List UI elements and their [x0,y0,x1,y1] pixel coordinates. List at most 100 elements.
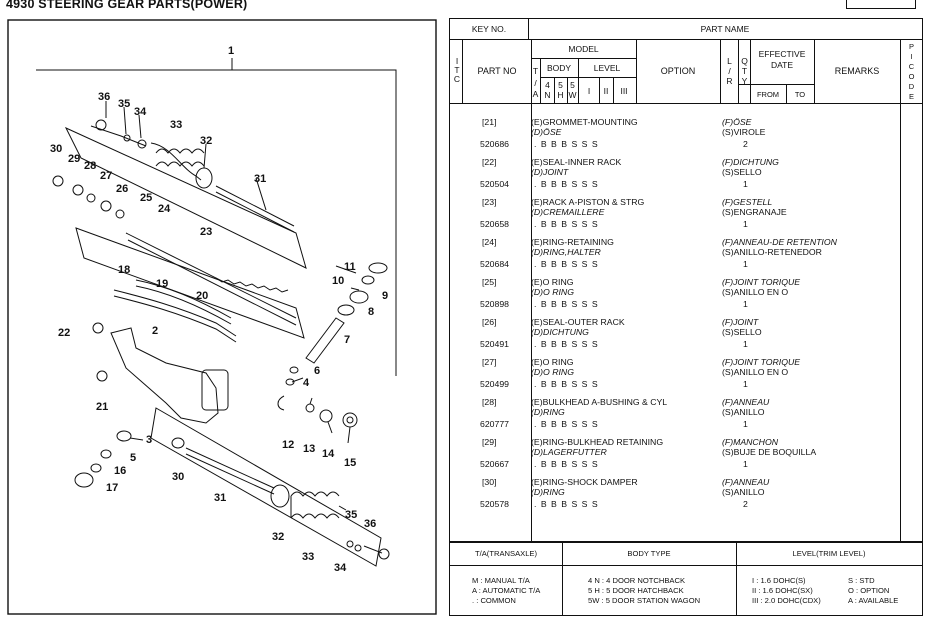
callout-30b: 30 [172,471,184,483]
quantity: 2 [743,139,748,149]
callout-35: 35 [118,98,130,110]
quantity: 1 [743,259,748,269]
name-en: (E)GROMMET-MOUNTING [531,117,638,127]
model-codes: . B B B S S S [534,299,599,309]
header-body-5h: 5 [558,80,563,90]
name-en: (E)RACK A-PISTON & STRG [531,197,645,207]
name-es: (S)BUJE DE BOQUILLA [722,447,817,457]
name-de: (D)LAGERFUTTER [531,447,607,457]
header-qty-t: T [741,66,748,76]
header-qty-y: Y [741,76,748,86]
name-en: (E)O RING [531,277,574,287]
legend-5w: 5W : 5 DOOR STATION WAGON [588,596,701,605]
header-ta-slash: / [534,78,537,88]
header-body-w: W [568,90,577,100]
header-t: T [454,65,460,75]
part-no: 520658 [480,219,509,229]
header-level-3: III [620,86,628,96]
callout-7: 7 [344,334,350,346]
callout-13: 13 [303,443,315,455]
table-row: [23] 520658 (E)RACK A-PISTON & STRG (D)C… [450,195,900,235]
name-en: (E)RING-SHOCK DAMPER [531,477,638,487]
quantity: 1 [743,219,748,229]
key-no: [30] [482,477,497,487]
key-no: [21] [482,117,497,127]
callout-36: 36 [98,91,110,103]
name-en: (E)SEAL-OUTER RACK [531,317,625,327]
model-codes: . B B B S S S [534,459,599,469]
part-no: 520491 [480,339,509,349]
callout-4: 4 [303,377,310,389]
callout-8: 8 [368,306,374,318]
name-fr: (F)ANNEAU [722,477,770,487]
part-no: 520667 [480,459,509,469]
callout-16: 16 [114,465,126,477]
name-fr: (F)GESTELL [722,197,773,207]
callout-24: 24 [158,203,171,215]
model-codes: . B B B S S S [534,259,599,269]
name-es: (S)ANILLO-RETENEDOR [722,247,822,257]
name-es: (S)ANILLO EN O [722,287,789,297]
model-codes: . B B B S S S [534,499,599,509]
header-level-2: II [603,86,609,96]
header-effective-date: EFFECTIVE DATE [758,49,806,70]
header-picode-e: E [908,92,914,101]
table-row: [22] 520504 (E)SEAL-INNER RACK (D)JOINT … [450,155,900,195]
legend-header-level: LEVEL(TRIM LEVEL) [792,549,866,558]
table-row: [30] 520578 (E)RING-SHOCK DAMPER (D)RING… [450,475,900,515]
table-row: [25] 520898 (E)O RING (D)O RING . B B B … [450,275,900,315]
model-codes: . B B B S S S [534,219,599,229]
name-fr: (F)MANCHON [722,437,778,447]
exploded-parts-diagram: 1 2 3 4 5 6 7 8 9 10 11 12 13 14 15 16 1… [7,19,437,615]
name-de: (D)O RING [531,287,574,297]
key-no: [27] [482,357,497,367]
header-body-4: 4 [545,80,550,90]
header-lr-r: R [726,76,733,86]
page-title: 4930 STEERING GEAR PARTS(POWER) [6,0,248,11]
header-qty-q: Q [741,56,748,66]
model-codes: . B B B S S S [534,179,599,189]
name-fr: (F)DICHTUNG [722,157,779,167]
table-row: [26] 520491 (E)SEAL-OUTER RACK (D)DICHTU… [450,315,900,355]
legend-level-3: III : 2.0 DOHC(CDX) [752,596,821,605]
callout-12: 12 [282,439,294,451]
name-fr: (F)ÖSE [722,117,752,127]
callout-2: 2 [152,325,158,337]
name-de: (D)RING [531,407,565,417]
header-picode-i: I [910,52,913,61]
name-de: (D)RING [531,487,565,497]
name-es: (S)VIROLE [722,127,766,137]
callout-11: 11 [344,261,356,273]
model-codes: . B B B S S S [534,339,599,349]
key-no: [24] [482,237,497,247]
callout-1: 1 [228,45,234,57]
name-de: (D)DICHTUNG [531,327,589,337]
legend-header-transaxle: T/A(TRANSAXLE) [474,549,538,558]
callout-29: 29 [68,153,80,165]
header-ta-a: A [532,89,539,99]
callout-5: 5 [130,452,136,464]
callout-3: 3 [146,434,152,446]
name-en: (E)RING-BULKHEAD RETAINING [531,437,664,447]
model-codes: . B B B S S S [534,379,599,389]
quantity: 1 [743,179,748,189]
legend-4n: 4 N : 4 DOOR NOTCHBACK [588,576,686,585]
header-part-no: PART NO [477,66,517,76]
callout-18: 18 [118,264,130,276]
callout-27: 27 [100,170,112,182]
legend-level-2: II : 1.6 DOHC(SX) [752,586,813,595]
callout-31b: 31 [214,492,226,504]
header-level-1: I [587,86,591,96]
key-no: [25] [482,277,497,287]
legend-box: T/A(TRANSAXLE) BODY TYPE LEVEL(TRIM LEVE… [449,542,923,616]
key-no: [29] [482,437,497,447]
name-fr: (F)JOINT TORIQUE [722,357,801,367]
header-level: LEVEL [593,63,621,73]
header-picode-d: D [908,82,915,91]
quantity: 1 [743,459,748,469]
name-es: (S)ANILLO EN O [722,367,789,377]
callout-22: 22 [58,327,70,339]
callout-6: 6 [314,365,320,377]
part-no: 520898 [480,299,509,309]
callout-21: 21 [96,401,108,413]
